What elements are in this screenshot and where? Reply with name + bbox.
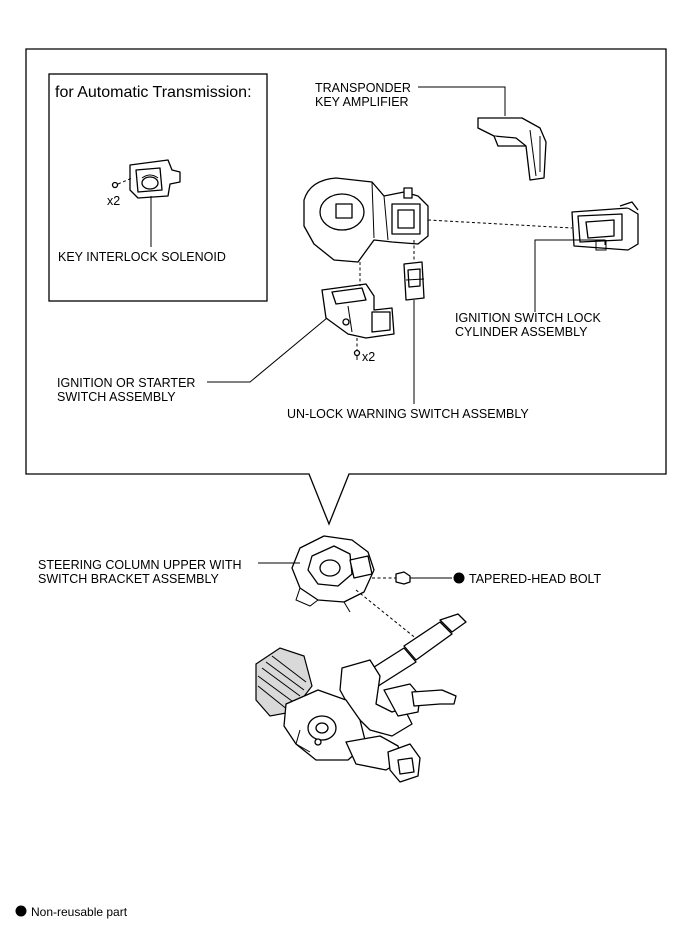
ignition-switch-housing-part [303,177,429,263]
transponder-key-amplifier-part [477,117,547,181]
transponder-label-line1: TRANSPONDER [315,81,411,95]
key-interlock-solenoid-label: KEY INTERLOCK SOLENOID [58,250,226,264]
non-reusable-bullet-icon [453,572,465,584]
lock-cylinder-label-line2: CYLINDER ASSEMBLY [455,325,588,339]
inset-screw-count: x2 [107,194,120,208]
lock-cylinder-label-line1: IGNITION SWITCH LOCK [455,311,602,325]
column-alignment-axis [355,589,419,641]
lock-cylinder-axis [427,219,573,229]
tapered-head-bolt-label: TAPERED-HEAD BOLT [469,572,602,586]
steering-column-label-line1: STEERING COLUMN UPPER WITH [38,558,242,572]
starter-switch-label-line1: IGNITION OR STARTER [57,376,195,390]
transponder-leader [418,86,506,116]
key-interlock-solenoid-part [129,159,181,199]
transponder-label-line2: KEY AMPLIFIER [315,95,409,109]
tapered-head-bolt-part [395,571,411,585]
unlock-warning-switch-part [403,261,425,301]
inset-title: for Automatic Transmission: [55,84,252,101]
steering-column-upper-bracket-part [291,535,375,613]
starter-switch-leader [207,317,328,383]
legend-bullet-icon [15,905,27,917]
ignition-starter-switch-part [321,283,395,339]
steering-column-assembly-part [255,613,467,783]
lock-cylinder-leader [534,239,606,312]
steering-column-label-line2: SWITCH BRACKET ASSEMBLY [38,572,219,586]
legend-non-reusable-label: Non-reusable part [31,905,128,919]
starter-screw-count: x2 [362,350,375,364]
inset-screw-icon [111,177,133,189]
starter-switch-label-line2: SWITCH ASSEMBLY [57,390,176,404]
starter-screw-icon [353,349,361,360]
unlock-warning-switch-label: UN-LOCK WARNING SWITCH ASSEMBLY [287,407,529,421]
